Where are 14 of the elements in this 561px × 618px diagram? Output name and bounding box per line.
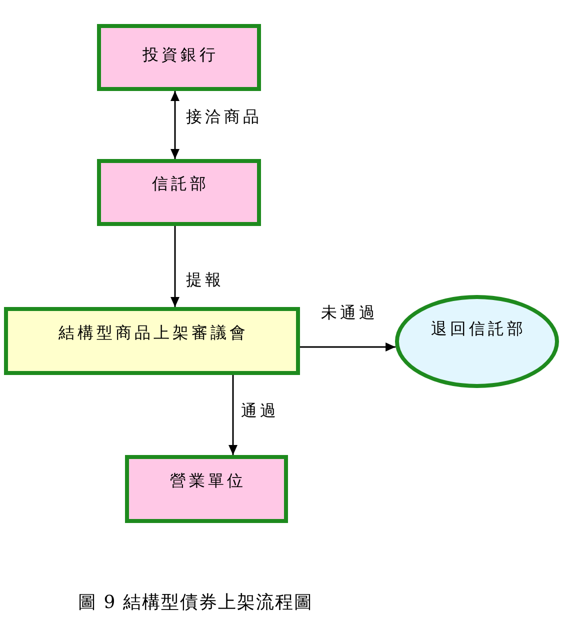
arrow xyxy=(228,375,238,455)
process-box: 投資銀行 xyxy=(97,24,261,91)
edge-label: 未通過 xyxy=(321,303,378,323)
arrow xyxy=(300,342,396,352)
edge-label: 通過 xyxy=(241,401,279,421)
process-box: 信託部 xyxy=(97,159,261,226)
edge-label: 接洽商品 xyxy=(186,107,262,127)
terminal-ellipse: 退回信託部 xyxy=(395,295,559,388)
arrow xyxy=(170,91,180,159)
process-box: 結構型商品上架審議會 xyxy=(4,307,300,375)
process-box: 營業單位 xyxy=(125,455,288,523)
figure-caption: 圖 9 結構型債券上架流程圖 xyxy=(78,592,313,614)
arrow xyxy=(170,226,180,307)
edge-label: 提報 xyxy=(186,270,224,290)
